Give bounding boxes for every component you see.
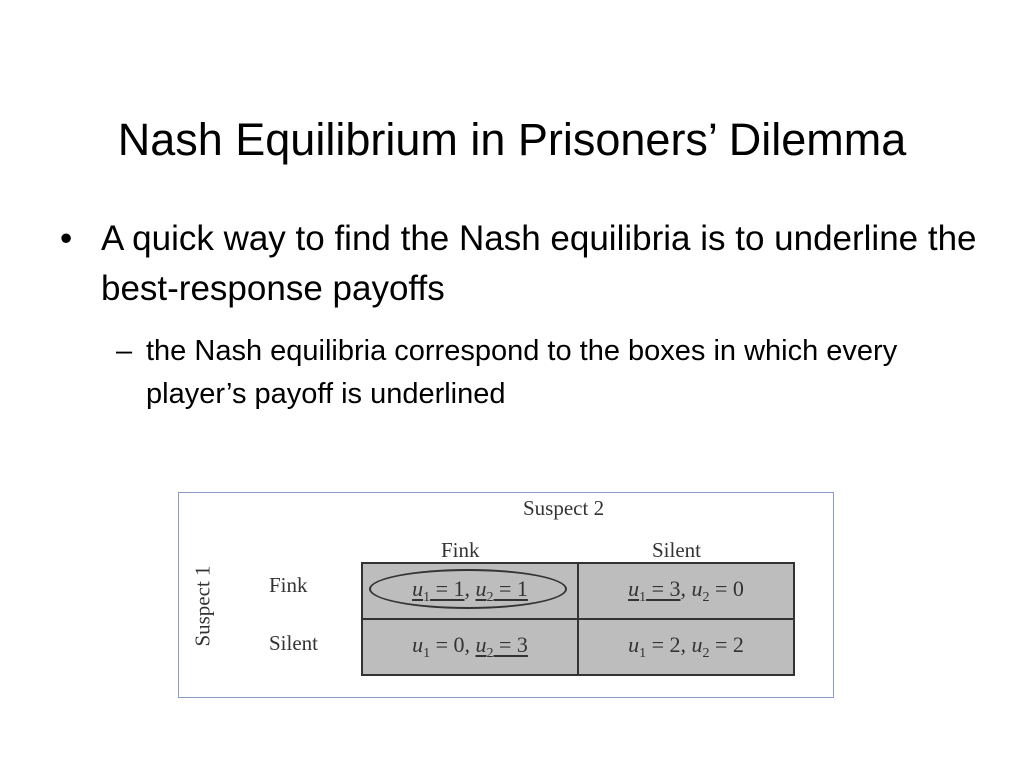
payoff-u1: u1 = 2 — [628, 632, 681, 661]
payoff-matrix: u1 = 1, u2 = 1 u1 = 3, u2 = 0 u1 = 0, u2… — [361, 562, 795, 676]
column-header-silent: Silent — [652, 538, 702, 562]
bullet-item: • A quick way to find the Nash equilibri… — [60, 214, 1000, 314]
payoff-cell: u1 = 0, u2 = 3 — [361, 618, 579, 676]
row-header-fink: Fink — [269, 573, 308, 597]
payoff-u2: u2 = 2 — [691, 632, 744, 661]
payoff-cell: u1 = 3, u2 = 0 — [577, 562, 795, 620]
row-player-label: Suspect 1 — [190, 565, 215, 647]
row-player-label-wrap: Suspect 1 — [187, 551, 219, 661]
payoff-u2: u2 = 0 — [691, 576, 744, 605]
payoff-u1: u1 = 0 — [412, 632, 465, 661]
column-header-fink: Fink — [441, 538, 480, 562]
payoff-u2: u2 = 3 — [475, 632, 528, 661]
column-player-label: Suspect 2 — [523, 496, 605, 520]
sub-bullet-item: – the Nash equilibria correspond to the … — [116, 330, 996, 416]
slide-title: Nash Equilibrium in Prisoners’ Dilemma — [117, 114, 907, 165]
sub-bullet-text: the Nash equilibria correspond to the bo… — [146, 335, 898, 410]
matrix-row: u1 = 1, u2 = 1 u1 = 3, u2 = 0 — [361, 562, 795, 620]
payoff-u2: u2 = 1 — [475, 576, 528, 605]
matrix-row: u1 = 0, u2 = 3 u1 = 2, u2 = 2 — [361, 618, 795, 676]
row-header-silent: Silent — [269, 631, 319, 655]
sub-bullet-marker: – — [116, 335, 133, 367]
bullet-text: A quick way to find the Nash equilibria … — [101, 219, 977, 308]
payoff-matrix-figure: Suspect 2 Fink Silent Suspect 1 Fink Sil… — [178, 492, 834, 698]
payoff-u1: u1 = 3 — [628, 576, 681, 605]
payoff-cell: u1 = 2, u2 = 2 — [577, 618, 795, 676]
bullet-marker: • — [60, 219, 73, 258]
payoff-u1: u1 = 1 — [412, 576, 465, 605]
payoff-cell: u1 = 1, u2 = 1 — [361, 562, 579, 620]
